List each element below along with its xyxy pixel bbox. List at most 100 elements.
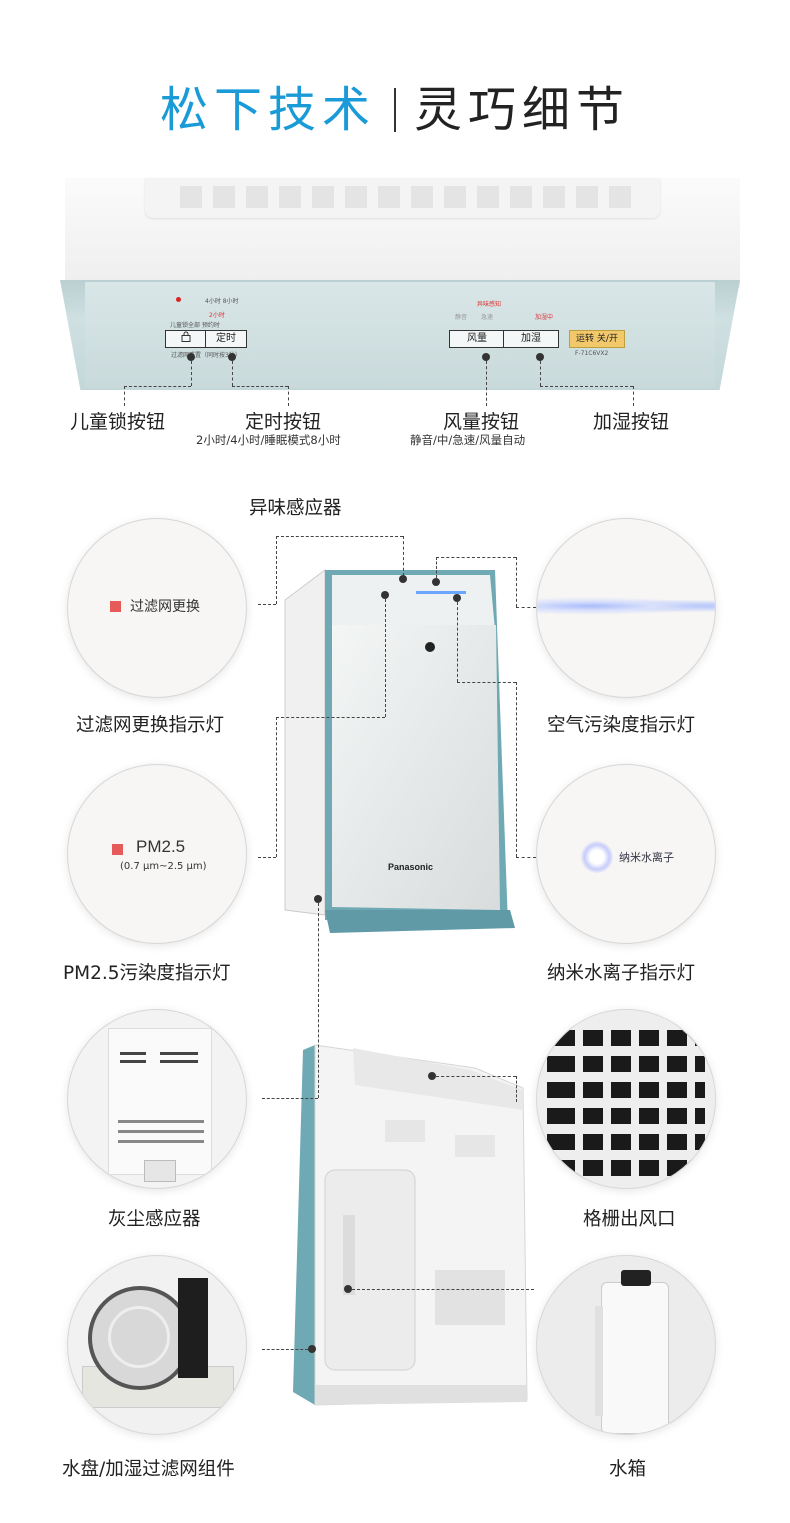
- power-button[interactable]: 运转 关/开: [569, 330, 625, 348]
- pm-guide-v: [276, 717, 277, 857]
- quiet-status-text: 静音: [455, 314, 468, 321]
- pm25-label: PM2.5污染度指示灯: [63, 963, 231, 984]
- top-vent: [145, 178, 660, 218]
- filter-indicator-square: [110, 601, 121, 612]
- tank-guide-h: [352, 1289, 534, 1290]
- child-lock-pin: [187, 353, 195, 361]
- dust-guide-h: [262, 1098, 318, 1099]
- nanoe-label: 纳米水离子指示灯: [547, 963, 696, 984]
- nanoe-text: 纳米水离子: [619, 851, 674, 864]
- airflow-sublabel: 静音/中/急速/风量自动: [410, 433, 526, 447]
- pm-guide-h: [258, 857, 276, 858]
- nanoe-detail: 纳米水离子: [537, 765, 715, 943]
- grille-guide-h: [436, 1076, 516, 1077]
- brand-text: Panasonic: [388, 862, 433, 872]
- filter-guide-h: [258, 604, 276, 605]
- air-pollution-label: 空气污染度指示灯: [547, 715, 696, 736]
- filter-change-detail: 过滤网更换: [68, 519, 246, 697]
- water-tank-label: 水箱: [609, 1459, 647, 1480]
- lock-indicator-light: [176, 297, 181, 302]
- airflow-pin: [482, 353, 490, 361]
- nanoe-pin: [453, 594, 461, 602]
- odor-sensor-label: 异味感应器: [249, 498, 342, 519]
- title-right: 灵巧细节: [414, 82, 631, 138]
- pollution-guide-v2: [516, 557, 517, 607]
- filter-light-pin: [381, 591, 389, 599]
- turbo-status-text: 急速: [481, 314, 494, 321]
- timer-label: 定时按钮: [245, 411, 322, 433]
- pollution-light-bar: [537, 597, 715, 615]
- odor-guide-h: [276, 536, 403, 537]
- water-tray-detail: [68, 1256, 246, 1434]
- child-lock-guide-v2: [124, 386, 125, 406]
- timer-guide-v2: [288, 386, 289, 406]
- grille-detail: [537, 1010, 715, 1188]
- timer-guide-h: [232, 386, 288, 387]
- lock-timer-caption: 儿童锁全部 预约时: [170, 322, 220, 329]
- pollution-guide-h2: [516, 607, 536, 608]
- timer-button[interactable]: 定时: [205, 330, 247, 348]
- title-left: 松下技术: [159, 82, 376, 138]
- grille-pin: [428, 1072, 436, 1080]
- tray-guide-h: [262, 1349, 308, 1350]
- humidify-guide: [540, 361, 541, 386]
- airflow-guide: [486, 361, 487, 406]
- odor-pin: [399, 575, 407, 583]
- filter-light-guide-v: [385, 599, 386, 717]
- grille-image: [537, 1010, 715, 1188]
- tray-pin: [308, 1345, 316, 1353]
- filter-change-label: 过滤网更换指示灯: [76, 715, 225, 736]
- water-tray-label: 水盘/加湿过滤网组件: [62, 1459, 235, 1480]
- child-lock-button[interactable]: [165, 330, 207, 348]
- filter-guide-v: [276, 536, 277, 604]
- tank-pin: [344, 1285, 352, 1293]
- lock-icon: [181, 331, 191, 342]
- odor-guide-v: [403, 536, 404, 576]
- purifier-front-image: Panasonic: [284, 569, 515, 933]
- odor-status-text: 异味感知: [477, 301, 502, 308]
- pollution-guide-h: [436, 557, 516, 558]
- purifier-back-image: [293, 1044, 528, 1406]
- dust-guide-v: [318, 903, 319, 1098]
- timer-2h-text: 2小时: [209, 312, 225, 319]
- humidify-button[interactable]: 加湿: [503, 330, 559, 348]
- humidify-label: 加湿按钮: [593, 411, 670, 433]
- filter-reset-text: 过滤网重置（同时按3秒）: [171, 352, 241, 359]
- nanoe-guide-h2: [516, 857, 536, 858]
- page-title: 松下技术灵巧细节: [0, 70, 790, 140]
- humidify-pin: [536, 353, 544, 361]
- filter-light-guide-h: [276, 717, 385, 718]
- nanoe-light: [581, 841, 613, 873]
- pollution-pin: [432, 578, 440, 586]
- airflow-label: 风量按钮: [443, 411, 520, 433]
- humidify-guide-v2: [633, 386, 634, 406]
- pm25-text: PM2.5: [136, 837, 186, 856]
- pollution-guide-v: [436, 557, 437, 578]
- airflow-button[interactable]: 风量: [449, 330, 505, 348]
- humidify-guide-h: [540, 386, 633, 387]
- dust-pin: [314, 895, 322, 903]
- nanoe-guide-v2: [516, 682, 517, 857]
- control-panel: 4小时 8小时 2小时 儿童锁全部 预约时 定时 过滤网重置（同时按3秒） 异味…: [85, 282, 715, 388]
- air-pollution-detail: [537, 519, 715, 697]
- humidifying-status-text: 加湿中: [535, 314, 554, 321]
- child-lock-guide-h: [124, 386, 191, 387]
- title-divider: [394, 88, 396, 132]
- timer-options-text: 4小时 8小时: [205, 298, 239, 305]
- model-number: F-71C6VX2: [575, 350, 609, 357]
- water-tank-detail: [537, 1256, 715, 1434]
- nanoe-guide-h: [457, 682, 516, 683]
- child-lock-label: 儿童锁按钮: [70, 411, 166, 433]
- grille-label: 格栅出风口: [583, 1209, 676, 1230]
- dust-sensor-label: 灰尘感应器: [108, 1209, 201, 1230]
- grille-guide-v: [516, 1076, 517, 1102]
- timer-guide: [232, 361, 233, 386]
- child-lock-guide: [191, 361, 192, 386]
- dust-sensor-detail: [68, 1010, 246, 1188]
- pm25-range-text: (0.7 μm~2.5 μm): [120, 861, 207, 872]
- pm25-indicator-square: [112, 844, 123, 855]
- timer-sublabel: 2小时/4小时/睡眠模式8小时: [196, 433, 341, 447]
- timer-pin: [228, 353, 236, 361]
- filter-change-text: 过滤网更换: [130, 599, 200, 615]
- nanoe-guide-v: [457, 602, 458, 682]
